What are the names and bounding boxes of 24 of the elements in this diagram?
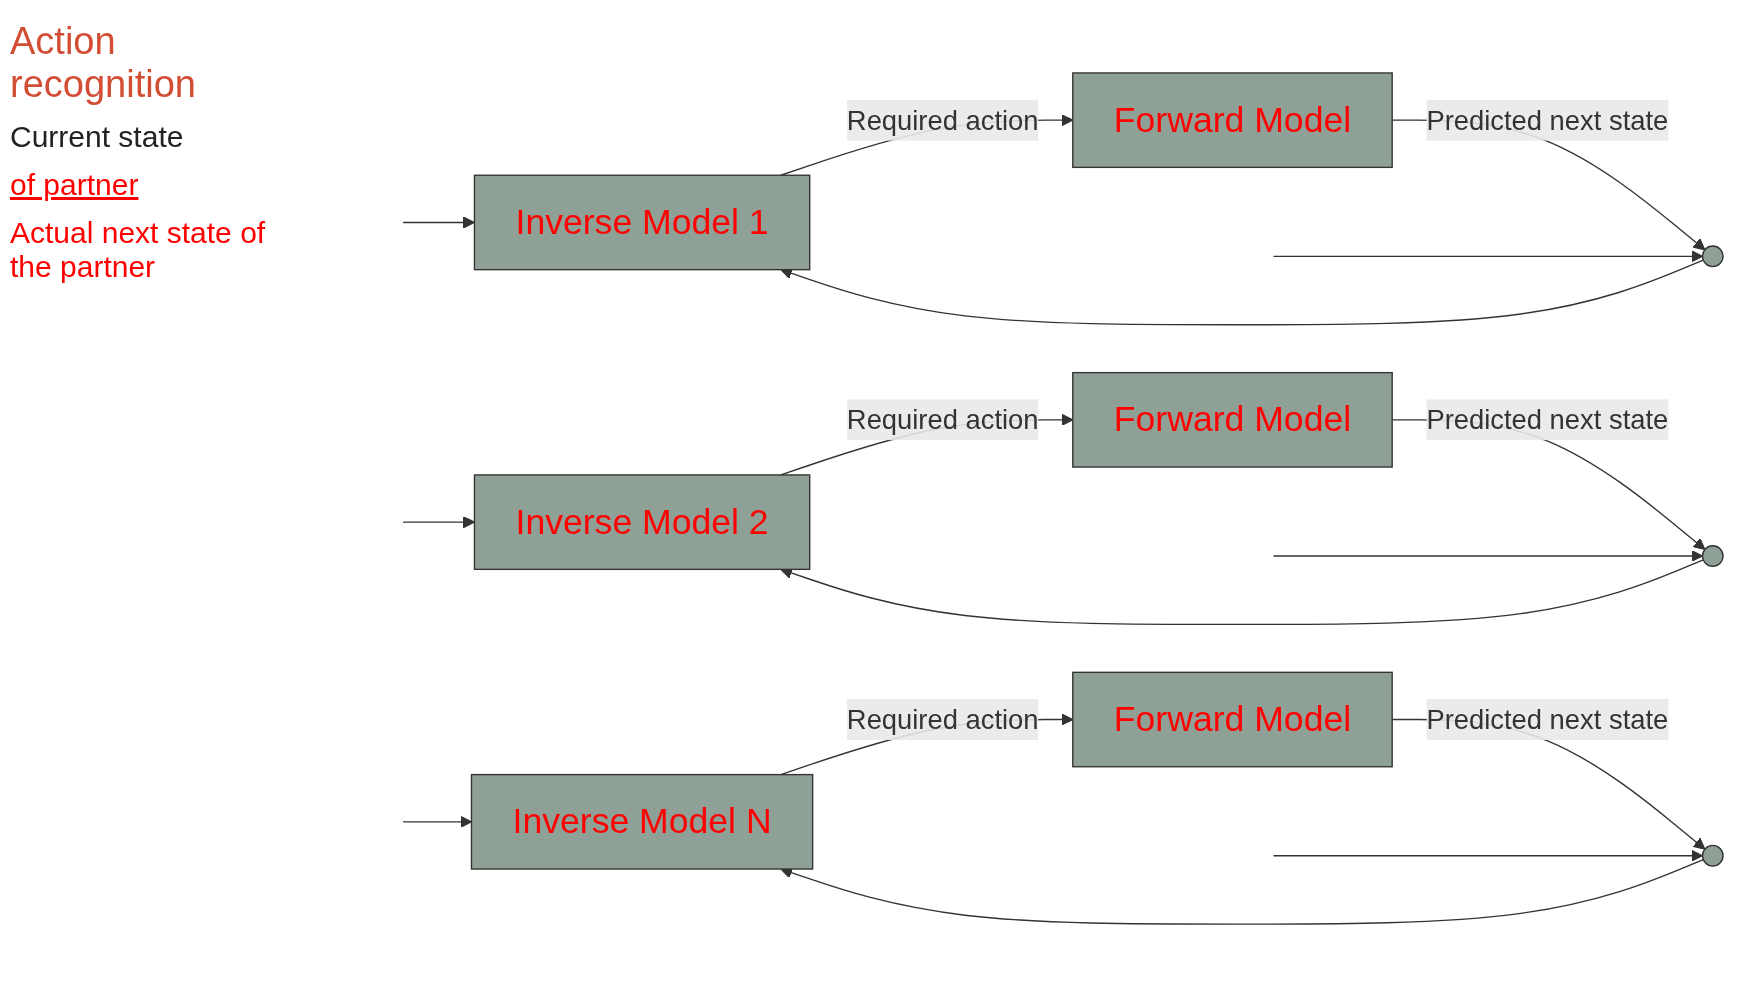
node-box: Forward Model [1072,672,1393,768]
text-label: Actual next state of the partner [10,216,267,284]
arrow [402,216,475,229]
edge-label: Required action [846,704,1039,736]
node-box: Forward Model [1072,372,1393,469]
arrow [780,559,1704,626]
node-box: Inverse Model 2 [473,474,811,571]
edge-label: Predicted next state [1426,105,1669,136]
node-circle [1701,545,1724,568]
arrow [780,859,1704,926]
diagram-title: Action recognition [10,20,197,106]
text-label: of partner [10,168,140,202]
node-box: Inverse Model 1 [473,175,811,271]
node-box: Inverse Model N [470,774,814,871]
edge-label: Required action [846,105,1039,136]
edge-label: Required action [846,405,1039,436]
node-circle [1701,845,1724,868]
text-label: Current state [10,120,185,154]
edge-label: Predicted next state [1426,405,1669,436]
edge-label: Predicted next state [1426,704,1669,736]
node-box: Forward Model [1072,72,1393,169]
arrow [780,260,1704,326]
node-circle [1701,245,1724,268]
arrow [402,516,475,529]
